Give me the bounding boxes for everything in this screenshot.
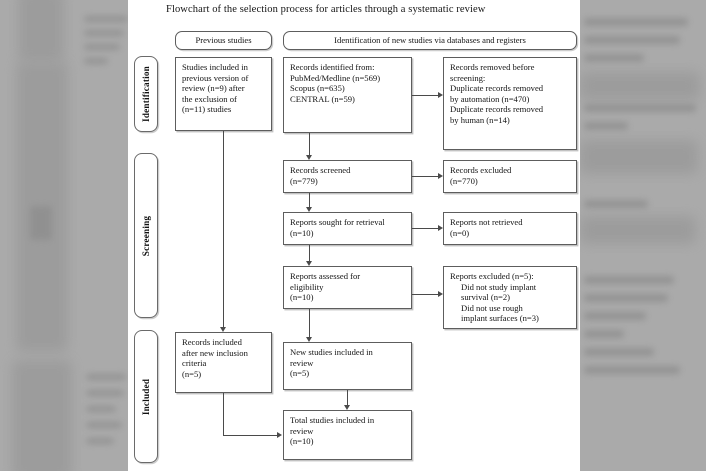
edge-sought-to-assessed — [309, 245, 310, 261]
edge-assessed-to-new-studies-arrowhead — [305, 337, 312, 342]
node-line: Did not study implant — [461, 281, 537, 292]
node-line: Total studies included in — [290, 415, 375, 425]
node-line: Records screened — [290, 165, 351, 175]
edge-screened-to-sought-arrowhead — [305, 207, 312, 212]
background-pane-right — [580, 0, 706, 471]
node-line: PubMed/Medline (n=569) — [290, 72, 381, 83]
edge-identified-to-screened — [309, 133, 310, 155]
edge-sought-to-not-retrieved — [412, 228, 438, 229]
node-line: (n=11) studies — [182, 104, 232, 115]
edge-new-to-total — [347, 390, 348, 405]
node-line: Duplicate records removed — [450, 104, 544, 115]
node-line: (n=770) — [450, 175, 478, 186]
edge-assessed-to-new-studies — [309, 309, 310, 337]
edge-previous-to-included-arrowhead — [219, 327, 226, 332]
node-line: the exclusion of — [182, 93, 237, 104]
node-line: previous version of — [182, 72, 249, 83]
phase-tab-identification: Identification — [134, 56, 158, 132]
header-new-studies-label: Identification of new studies via databa… — [334, 35, 526, 46]
node-line: Records included — [182, 337, 242, 347]
phase-label-identification: Identification — [141, 66, 152, 122]
node-line: review (n=9) after — [182, 83, 245, 94]
node-line: (n=5) — [290, 368, 310, 379]
edge-sought-to-assessed-arrowhead — [305, 261, 312, 266]
node-reports-assessed: Reports assessed for eligibility (n=10) — [283, 266, 412, 309]
header-new-studies: Identification of new studies via databa… — [283, 31, 577, 50]
prisma-flowchart: Flowchart of the selection process for a… — [128, 0, 580, 471]
node-line: Scopus (n=635) — [290, 83, 345, 94]
node-line: by automation (n=470) — [450, 93, 530, 104]
node-reports-sought: Reports sought for retrieval (n=10) — [283, 212, 412, 245]
header-previous-studies: Previous studies — [175, 31, 272, 50]
edge-screened-to-sought — [309, 193, 310, 207]
edge-included-to-total-vertical — [223, 393, 224, 435]
node-line: (n=10) — [290, 227, 314, 238]
node-line: CENTRAL (n=59) — [290, 93, 355, 104]
edge-new-to-total-arrowhead — [343, 405, 350, 410]
node-line: criteria — [182, 358, 207, 369]
node-records-screened: Records screened (n=779) — [283, 160, 412, 193]
node-line: review — [290, 425, 314, 436]
edge-screened-to-excluded — [412, 176, 438, 177]
edge-previous-to-included — [223, 131, 224, 327]
background-pane-left — [0, 0, 128, 471]
node-line: after new inclusion — [182, 347, 248, 358]
node-line: Reports assessed for — [290, 271, 361, 281]
node-line: review — [290, 357, 314, 368]
edge-identified-to-removed — [412, 95, 438, 96]
phase-tab-included: Included — [134, 330, 158, 463]
node-records-removed: Records removed before screening: Duplic… — [443, 57, 577, 150]
edge-identified-to-removed-arrowhead — [438, 91, 443, 98]
phase-label-included: Included — [141, 378, 152, 415]
node-line: Reports sought for retrieval — [290, 217, 385, 227]
node-line: (n=0) — [450, 227, 470, 238]
node-line: (n=10) — [290, 436, 314, 447]
edge-screened-to-excluded-arrowhead — [438, 172, 443, 179]
edge-sought-to-not-retrieved-arrowhead — [438, 224, 443, 231]
node-line: Studies included in — [182, 62, 248, 72]
node-previous-studies: Studies included in previous version of … — [175, 57, 272, 131]
node-line: eligibility — [290, 281, 324, 292]
node-line: Did not use rough — [461, 302, 523, 313]
phase-label-screening: Screening — [141, 215, 152, 256]
header-previous-studies-label: Previous studies — [195, 35, 252, 46]
node-line: (n=10) — [290, 292, 314, 303]
node-total-studies-included: Total studies included in review (n=10) — [283, 410, 412, 460]
edge-identified-to-screened-arrowhead — [305, 155, 312, 160]
node-records-identified: Records identified from: PubMed/Medline … — [283, 57, 412, 133]
node-line: (n=5) — [182, 368, 202, 379]
node-line: implant surfaces (n=3) — [461, 313, 539, 324]
node-line: screening: — [450, 72, 486, 83]
node-line: Records identified from: — [290, 62, 375, 72]
node-reports-excluded: Reports excluded (n=5): Did not study im… — [443, 266, 577, 329]
node-line: Records excluded — [450, 165, 512, 175]
edge-assessed-to-excluded — [412, 294, 438, 295]
phase-tab-screening: Screening — [134, 153, 158, 318]
node-line: Records removed before — [450, 62, 535, 72]
node-line: (n=779) — [290, 175, 318, 186]
node-line: Duplicate records removed — [450, 83, 544, 94]
node-reports-not-retrieved: Reports not retrieved (n=0) — [443, 212, 577, 245]
node-line: by human (n=14) — [450, 114, 510, 125]
node-line: Reports excluded (n=5): — [450, 271, 534, 281]
edge-assessed-to-excluded-arrowhead — [438, 290, 443, 297]
node-line: survival (n=2) — [461, 292, 510, 303]
node-new-studies-included: New studies included in review (n=5) — [283, 342, 412, 390]
node-line: New studies included in — [290, 347, 373, 357]
node-records-excluded: Records excluded (n=770) — [443, 160, 577, 193]
edge-included-to-total-arrowhead — [277, 431, 282, 438]
node-records-included-new-criteria: Records included after new inclusion cri… — [175, 332, 272, 393]
figure-title: Flowchart of the selection process for a… — [166, 4, 486, 15]
edge-included-to-total-horizontal — [223, 435, 277, 436]
node-line: Reports not retrieved — [450, 217, 523, 227]
